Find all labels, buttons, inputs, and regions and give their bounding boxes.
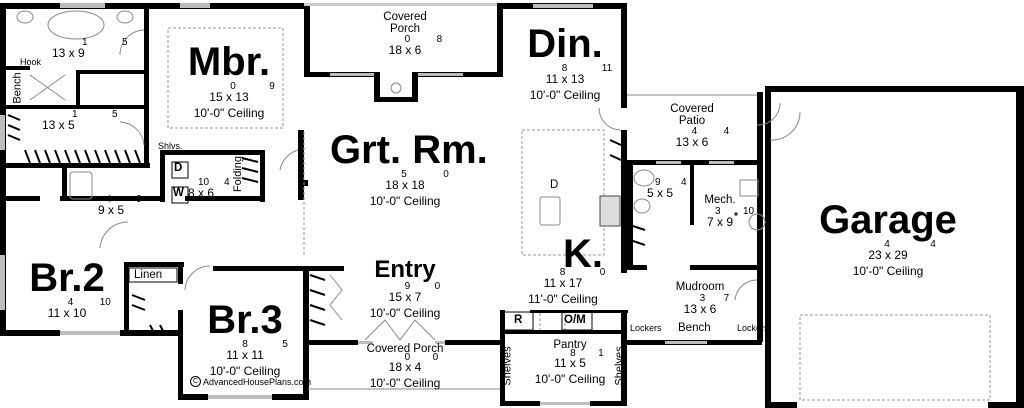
hook-label: Hook — [20, 57, 42, 67]
shelves-right-label: Shelves — [613, 346, 626, 386]
folding-label: Folding — [232, 155, 245, 193]
shelves-short-label: Shlvs. — [158, 141, 183, 151]
range-icon — [599, 195, 621, 227]
bench-label: Bench — [11, 72, 24, 104]
oven-microwave-label: O/M — [564, 314, 586, 326]
mudroom-bench-label: Bench — [678, 322, 711, 334]
refrigerator-label: R — [514, 314, 523, 326]
thin-lines — [16, 10, 801, 390]
washer-label: W — [173, 187, 184, 199]
dishwasher-label: D — [550, 179, 559, 191]
copyright: C AdvancedHousePlans.com — [190, 376, 311, 387]
appliance-boxes — [128, 161, 593, 331]
walls — [0, 3, 1024, 408]
lockers-left-label: Lockers — [630, 323, 662, 333]
closet-hatching — [7, 114, 646, 336]
copyright-icon: C — [190, 376, 201, 387]
linen-label: Linen — [134, 269, 163, 281]
dryer-label: D — [174, 162, 183, 174]
dashed-lines — [167, 27, 991, 401]
lockers-right-label: Lockers — [737, 323, 769, 333]
shelves-left-label: Shelves — [501, 346, 514, 386]
windows — [0, 3, 734, 405]
